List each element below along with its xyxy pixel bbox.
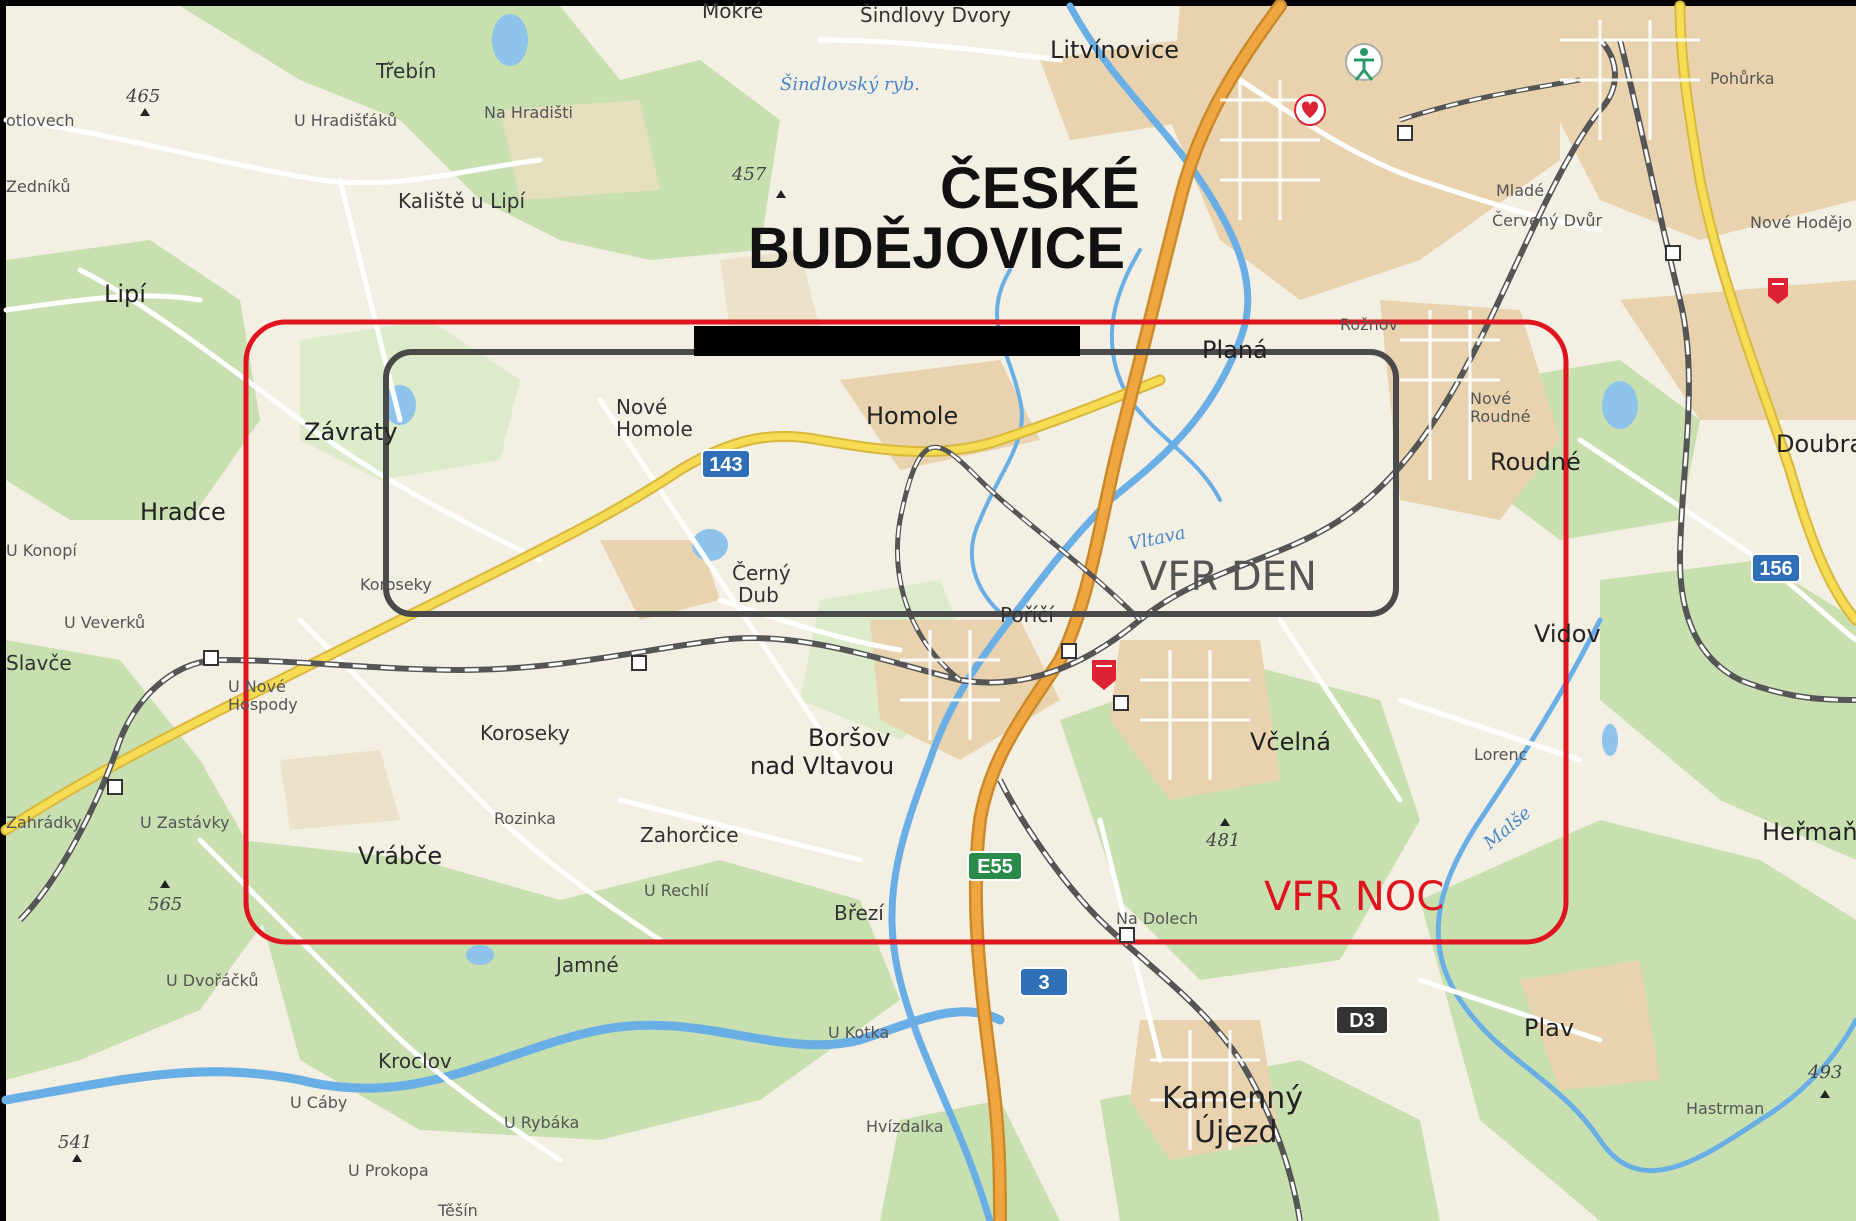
vfr-night-label: VFR NOC <box>1264 874 1444 920</box>
place-label: Třebín <box>375 59 436 83</box>
svg-text:E55: E55 <box>977 856 1013 878</box>
city-title: ČESKÉ <box>940 156 1140 221</box>
place-label: Hvízdalka <box>866 1117 944 1136</box>
place-label: U Kotka <box>828 1023 889 1042</box>
place-label: Včelná <box>1250 728 1331 756</box>
place-label: Mokré <box>702 0 763 23</box>
place-label: Těšín <box>437 1201 478 1220</box>
place-label: U Cáby <box>290 1093 347 1112</box>
place-label: Šindlovy Dvory <box>860 3 1011 27</box>
road-shield-143: 143 <box>701 449 751 479</box>
place-label: nad Vltavou <box>750 752 894 780</box>
road-shield-d3: D3 <box>1335 1005 1389 1035</box>
place-label: Březí <box>834 901 885 925</box>
svg-text:156: 156 <box>1759 558 1792 580</box>
place-label: Zedníků <box>6 177 70 196</box>
place-label: Zahrádky <box>6 813 82 832</box>
place-label: U Dvořáčků <box>166 971 258 990</box>
place-label: Lipí <box>104 280 147 308</box>
place-label: Újezd <box>1194 1113 1278 1150</box>
place-label: Slavče <box>6 651 72 675</box>
place-label: Boršov <box>808 724 890 752</box>
place-label: Hastrman <box>1686 1099 1764 1118</box>
elevation-label: 565 <box>148 894 182 915</box>
place-label: Nové <box>616 395 667 419</box>
place-label: U Hradišťáků <box>294 111 397 130</box>
place-label: Na Dolech <box>1116 909 1198 928</box>
place-label: Planá <box>1202 336 1268 364</box>
place-label: U Nové <box>228 677 286 696</box>
place-label: Kroclov <box>378 1049 452 1073</box>
place-label: Poříčí <box>1000 603 1055 627</box>
pond-label: Šindlovský ryb. <box>780 72 920 95</box>
place-label: U Rechlí <box>644 881 709 900</box>
castle-icon[interactable] <box>1092 660 1116 690</box>
place-label: Mladé <box>1496 181 1544 200</box>
place-label: Litvínovice <box>1050 36 1179 64</box>
place-label: Nové <box>1470 389 1511 408</box>
place-label: Závraty <box>304 418 398 446</box>
place-label: U Prokopa <box>348 1161 429 1180</box>
place-label: Plav <box>1524 1014 1574 1042</box>
place-label: Černý <box>732 561 791 585</box>
place-label: Rozinka <box>494 809 556 828</box>
place-label: Doubra <box>1776 430 1856 458</box>
place-label: Heřmaň <box>1762 818 1856 846</box>
street-grid <box>900 20 1700 1150</box>
field-areas <box>280 100 820 830</box>
place-label: Zahorčice <box>640 823 739 847</box>
railway-station-icon[interactable] <box>107 125 1681 943</box>
place-label: Koroseky <box>480 721 570 745</box>
svg-text:143: 143 <box>709 454 742 476</box>
place-label: Kamenný <box>1162 1081 1303 1116</box>
elevation-label: 457 <box>731 164 767 185</box>
place-label: Roudné <box>1490 448 1581 476</box>
place-label: Homole <box>866 402 958 430</box>
castle-icon[interactable] <box>1768 278 1788 304</box>
road-shield-156: 156 <box>1751 553 1801 583</box>
road-shield-3: 3 <box>1019 967 1069 997</box>
place-label: U Zastávky <box>140 813 230 832</box>
hospital-icon[interactable] <box>1294 94 1326 126</box>
accessibility-icon[interactable] <box>1345 43 1383 81</box>
place-label: Pohůrka <box>1710 69 1775 88</box>
city-title: BUDĚJOVICE <box>748 216 1125 281</box>
place-label: U Rybáka <box>504 1113 579 1132</box>
place-label: Červený Dvůr <box>1492 211 1603 230</box>
elevation-label: 493 <box>1807 1062 1842 1083</box>
place-label: Hradce <box>140 498 226 526</box>
elevation-label: 465 <box>125 86 160 107</box>
vfr-night-zone <box>243 319 1569 945</box>
place-label: Vidov <box>1534 620 1601 648</box>
elevation-markers <box>72 108 1830 1162</box>
place-label: U Konopí <box>6 541 77 560</box>
place-label: Koroseky <box>360 575 432 594</box>
place-label: otlovech <box>6 111 75 130</box>
elevation-label: 541 <box>58 1132 92 1153</box>
vfr-day-label: VFR DEN <box>1140 554 1317 600</box>
place-label: Lorenc <box>1474 745 1527 764</box>
place-label: Hospody <box>228 695 298 714</box>
place-label: Kaliště u Lipí <box>398 189 526 213</box>
place-label: Homole <box>616 417 693 441</box>
place-label: Dub <box>738 583 779 607</box>
place-label: Vrábče <box>358 842 442 870</box>
place-label: Rožnov <box>1340 315 1398 334</box>
road-shield-e55: E55 <box>967 851 1023 881</box>
place-labels: Mokré Šindlovy Dvory Litvínovice Pohůrka… <box>6 0 1856 1220</box>
place-label: Nové Hodějo <box>1750 213 1852 232</box>
svg-text:D3: D3 <box>1349 1010 1375 1032</box>
place-label: Roudné <box>1470 407 1530 426</box>
runway <box>694 326 1080 356</box>
place-label: Jamné <box>554 953 619 977</box>
elevation-label: 481 <box>1205 830 1240 851</box>
svg-text:3: 3 <box>1038 972 1049 994</box>
place-label: U Veverků <box>64 613 145 632</box>
place-label: Na Hradišti <box>484 103 573 122</box>
